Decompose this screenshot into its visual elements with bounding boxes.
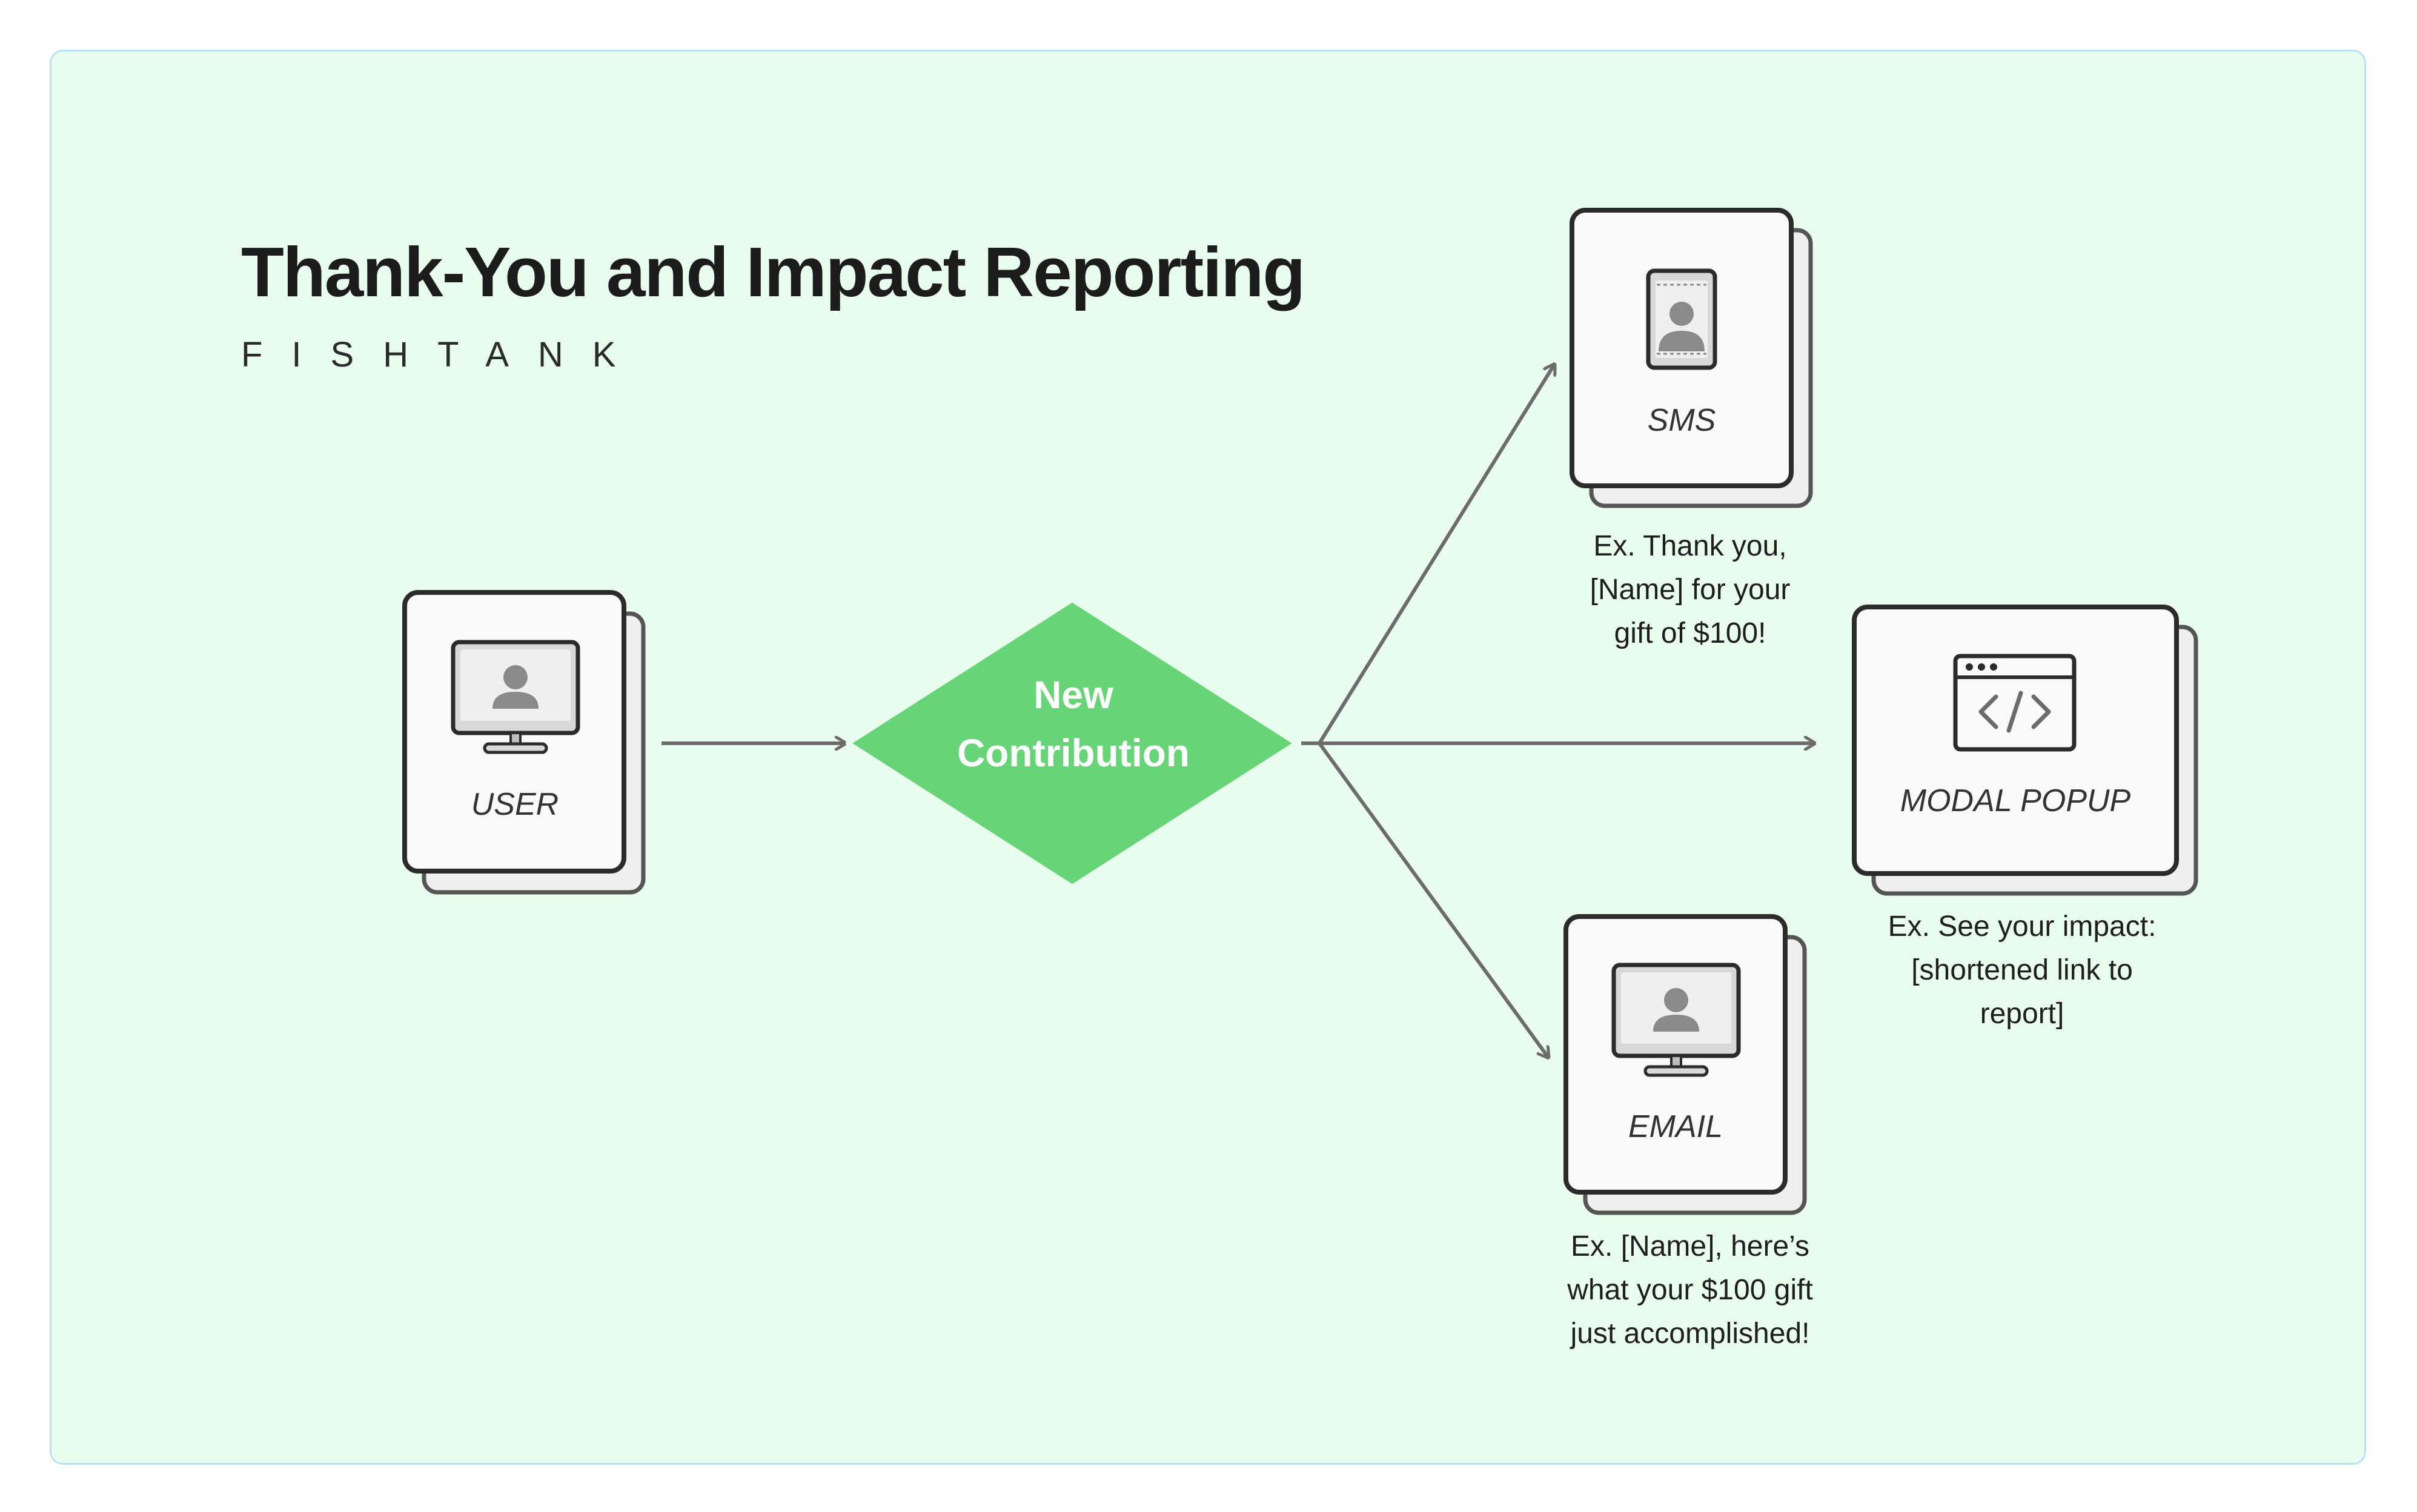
modal-popup-label: MODAL POPUP bbox=[1900, 783, 2131, 818]
contribution-label-line1: New bbox=[1033, 673, 1113, 717]
email-label: EMAIL bbox=[1628, 1109, 1723, 1144]
arrow-contribution-to-email bbox=[1318, 742, 1549, 1058]
monitor-user-icon bbox=[1611, 963, 1741, 1077]
contribution-label: New Contribution bbox=[892, 666, 1255, 782]
arrows bbox=[661, 363, 1815, 1058]
code-window-icon bbox=[1953, 654, 2077, 752]
email-card[interactable] bbox=[1563, 914, 1807, 1215]
page-title: Thank-You and Impact Reporting bbox=[241, 233, 1305, 311]
contribution-diamond[interactable] bbox=[846, 597, 1299, 889]
user-card[interactable] bbox=[402, 590, 646, 895]
sms-caption: Ex. Thank you, [Name] for your gift of $… bbox=[1590, 530, 1791, 649]
modal-popup-card[interactable] bbox=[1852, 605, 2198, 896]
user-label: USER bbox=[471, 787, 559, 822]
sms-card[interactable] bbox=[1570, 208, 1813, 508]
monitor-user-icon bbox=[451, 640, 580, 754]
brand-wordmark: FISHTANK bbox=[241, 335, 645, 374]
modal-popup-caption: Ex. See your impact: [shortened link to … bbox=[1888, 910, 2157, 1030]
contribution-label-line2: Contribution bbox=[957, 731, 1190, 775]
arrow-contribution-to-sms bbox=[1318, 363, 1557, 744]
sms-label: SMS bbox=[1647, 403, 1716, 438]
email-caption: Ex. [Name], here’s what your $100 gift j… bbox=[1567, 1230, 1813, 1350]
phone-user-icon bbox=[1646, 268, 1717, 370]
